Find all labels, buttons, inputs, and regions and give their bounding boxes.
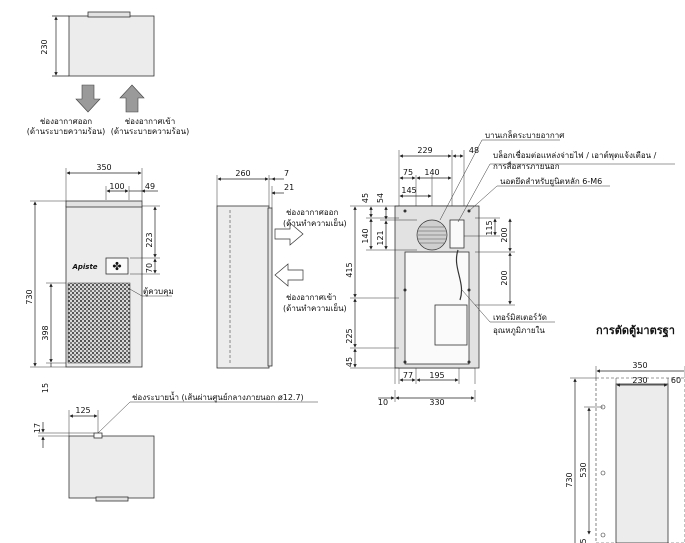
cutout-dim-60: 60 (671, 376, 681, 385)
top-view-cap (87, 11, 131, 18)
front-dim-15: 15 (41, 383, 50, 393)
side-dim-260: 260 (235, 169, 250, 178)
top-intake-sublabel: (ด้านระบายความร้อน) (111, 127, 189, 136)
rear-dim-115: 115 (485, 220, 494, 235)
top-view: 230 ช่องอากาศออก (ด้านระบายความร้อน) ช่อ… (27, 11, 189, 136)
rear-dim-45-top: 45 (361, 193, 370, 203)
top-exhaust-sublabel: (ด้านระบายความร้อน) (27, 127, 105, 136)
front-view: ✤ Apiste 350 100 49 223 70 730 398 (25, 163, 174, 393)
rear-dim-75: 75 (403, 168, 413, 177)
drain-label: ช่องระบายน้ำ (เส้นผ่านศูนย์กลางภายนอก ø1… (132, 391, 304, 403)
bottom-dim-125: 125 (75, 406, 90, 415)
terminal-label: บล็อกเชื่อมต่อแหล่งจ่ายไฟ / เอาต์พุตแจ้ง… (493, 149, 657, 160)
bolt-label: นอตยึดสำหรับยูนิตหลัก 6-M6 (500, 177, 602, 187)
intake-arrow-icon (119, 84, 145, 113)
cutout-outline (595, 377, 685, 543)
rear-dim-140-left: 140 (361, 228, 370, 243)
cutout-dim-230: 230 (632, 376, 647, 385)
front-dim-70: 70 (145, 263, 154, 273)
cutout-dim-530: 530 (579, 462, 588, 477)
side-view-body (216, 205, 270, 369)
terminal-sublabel: การสื่อสารภายนอก (493, 160, 560, 171)
front-view-top-cap (65, 200, 143, 208)
louver-label: บานเกล็ดระบายอากาศ (485, 130, 564, 140)
front-grille (67, 282, 131, 364)
side-intake-sublabel: (ด้านทำความเย็น) (283, 303, 347, 313)
mounting-bolts (403, 209, 471, 364)
cutout-opening (615, 383, 669, 543)
bottom-dim-17: 17 (33, 423, 42, 433)
side-view: 260 7 21 ช่องอากาศออก (ด้านทำความเย็น) ช… (216, 169, 347, 369)
rear-dim-145: 145 (401, 186, 416, 195)
cutout-title: การตัดตู้มาตรฐา (596, 324, 675, 338)
cutout-dim-730: 730 (565, 472, 574, 487)
rear-dim-200-top: 200 (500, 227, 509, 242)
bottom-view-flange (95, 496, 129, 502)
rear-dim-229: 229 (417, 146, 432, 155)
exhaust-arrow-icon (75, 84, 101, 113)
cutout-holes (600, 404, 606, 538)
front-dim-730: 730 (25, 289, 34, 304)
drain-port (93, 432, 103, 439)
top-intake-label: ช่องอากาศเข้า (125, 117, 176, 126)
cutout-dim-350: 350 (632, 361, 647, 370)
thermistor-sublabel: อุณหภูมิภายใน (493, 326, 545, 336)
side-exhaust-sublabel: (ด้านทำความเย็น) (283, 218, 347, 228)
front-brand-logo: Apiste (71, 263, 97, 271)
rear-dim-48: 48 (469, 146, 479, 155)
cutout-drawing: การตัดตู้มาตรฐา 350 230 60 730 530 5 (565, 324, 685, 543)
control-panel-label: ตู้ควบคุม (143, 287, 174, 297)
rear-dim-45-bottom: 45 (345, 357, 354, 367)
fan-icon: ✤ (112, 260, 121, 273)
rear-view: บานเกล็ดระบายอากาศ บล็อกเชื่อมต่อแหล่งจ่… (345, 130, 675, 407)
rear-dim-140-top: 140 (424, 168, 439, 177)
thermistor-label: เทอร์มิสเตอร์วัด (493, 312, 547, 322)
rear-dim-54: 54 (376, 193, 385, 203)
terminal-block (449, 219, 465, 249)
bottom-view-body (68, 435, 155, 499)
bottom-view: 125 17 ช่องระบายน้ำ (เส้นผ่านศูนย์กลางภา… (33, 391, 318, 502)
side-exhaust-label: ช่องอากาศออก (286, 208, 338, 217)
rear-dim-225: 225 (345, 328, 354, 343)
rear-dim-10: 10 (378, 398, 388, 407)
thermistor-cable (456, 249, 462, 301)
louver-lines (418, 226, 446, 244)
side-view-flange (267, 207, 273, 367)
side-intake-label: ช่องอากาศเข้า (286, 293, 337, 302)
rear-dim-415: 415 (345, 262, 354, 277)
control-panel (105, 257, 129, 275)
rear-dim-200-bottom: 200 (500, 270, 509, 285)
side-intake-arrow-icon (274, 263, 304, 287)
top-dim-height: 230 (40, 39, 49, 54)
rear-dim-330: 330 (429, 398, 444, 407)
rear-dim-195: 195 (429, 371, 444, 380)
side-dim-21: 21 (284, 183, 294, 192)
front-dim-width: 350 (96, 163, 111, 172)
side-dim-7: 7 (284, 169, 289, 178)
rear-dim-77: 77 (403, 371, 413, 380)
front-dim-223: 223 (145, 232, 154, 247)
top-exhaust-label: ช่องอากาศออก (40, 117, 92, 126)
cutout-dim-5: 5 (579, 538, 588, 543)
front-dim-100: 100 (109, 182, 124, 191)
front-dim-398: 398 (41, 325, 50, 340)
front-dim-49: 49 (145, 182, 155, 191)
side-exhaust-arrow-icon (274, 222, 304, 246)
rear-dim-121: 121 (376, 230, 385, 245)
thermistor-plate (434, 304, 468, 346)
top-view-body (68, 15, 155, 77)
